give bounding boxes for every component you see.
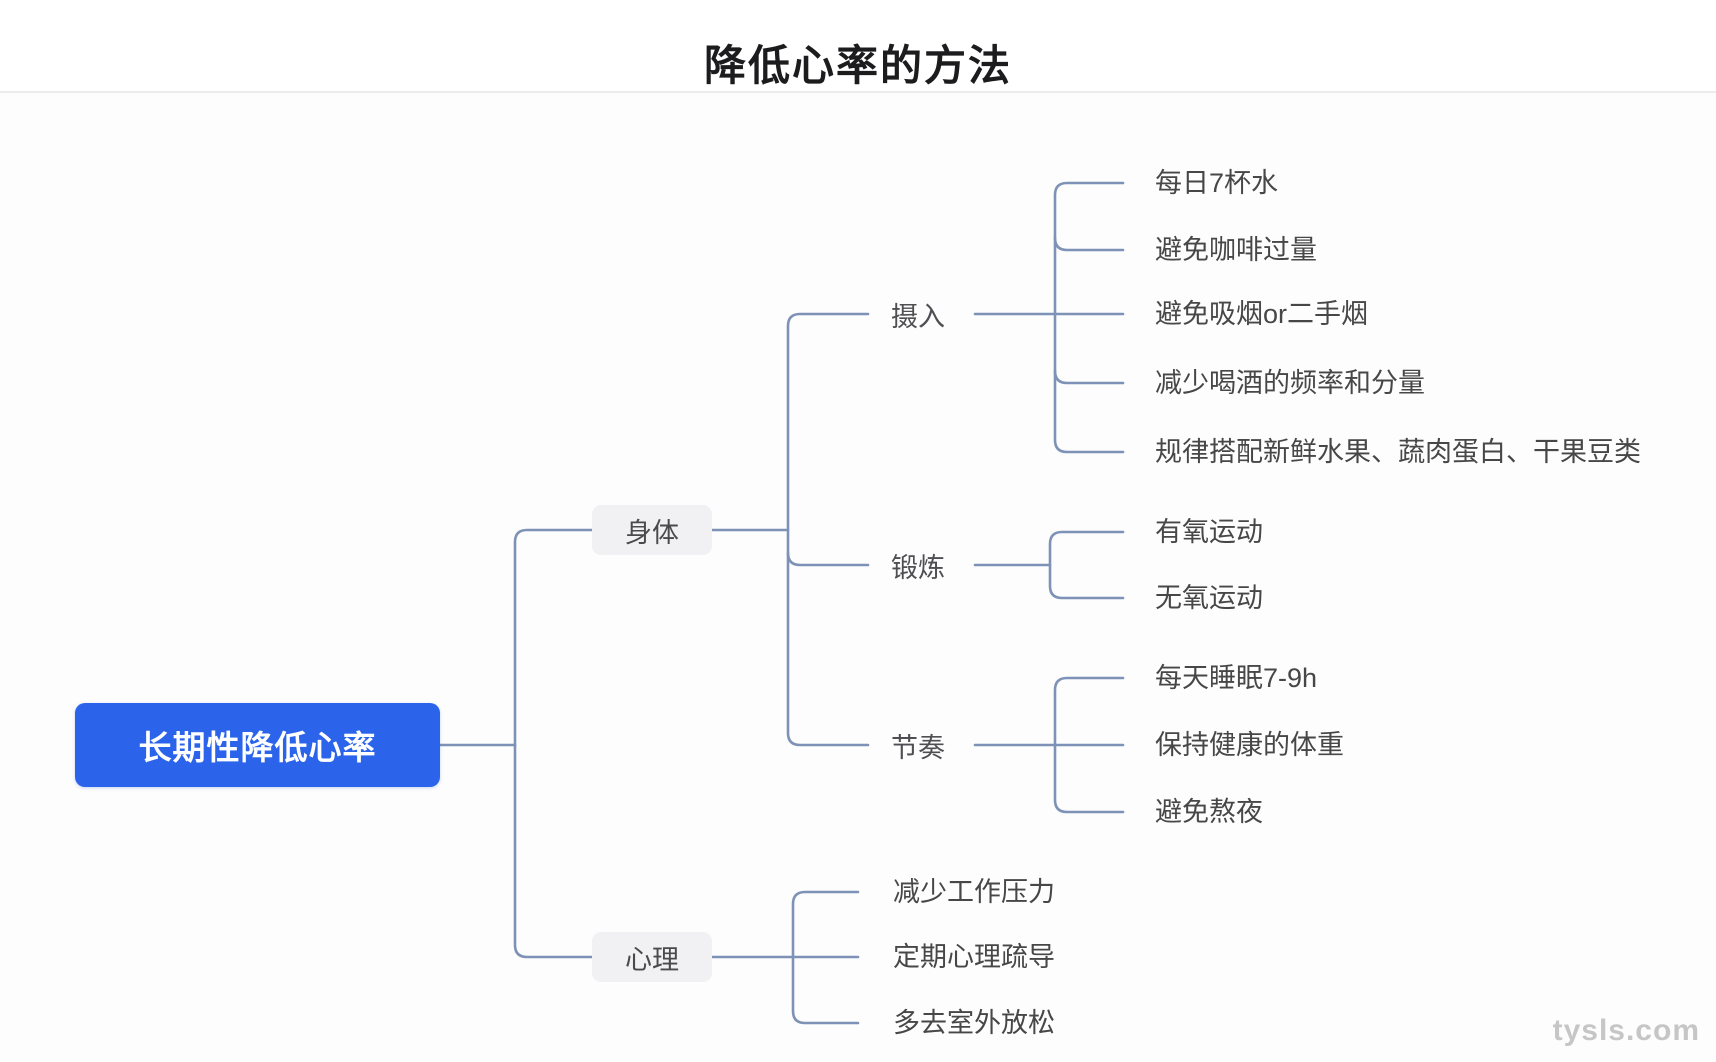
mindmap-node-leaf-anaerobic[interactable]: 无氧运动 [1155, 583, 1263, 613]
trunk-jiezou-children [1053, 676, 1125, 814]
mindmap-node-leaf-alcohol[interactable]: 减少喝酒的频率和分量 [1155, 368, 1425, 398]
mindmap-node-leaf-weight[interactable]: 保持健康的体重 [1155, 730, 1344, 760]
mindmap-node-leaf-diet[interactable]: 规律搭配新鲜水果、蔬肉蛋白、干果豆类 [1155, 437, 1641, 467]
trunk-root-children [513, 528, 594, 959]
fork-duanlian-children [1048, 530, 1125, 600]
mindmap-node-leaf-workstress[interactable]: 减少工作压力 [893, 877, 1055, 907]
trunk-xinli-children [791, 890, 860, 1025]
mindmap-node-leaf-sleep[interactable]: 每天睡眠7-9h [1155, 663, 1318, 693]
mindmap-node-jiezou[interactable]: 节奏 [891, 732, 945, 763]
mindmap-node-duanlian[interactable]: 锻炼 [891, 552, 945, 583]
mindmap-node-root[interactable]: 长期性降低心率 [75, 703, 440, 787]
trunk-shenti-children [786, 312, 870, 747]
canvas-background [0, 93, 1716, 1062]
mindmap-node-leaf-stayup[interactable]: 避免熬夜 [1155, 797, 1263, 827]
mindmap-node-sheru[interactable]: 摄入 [891, 301, 945, 332]
mindmap-node-leaf-water[interactable]: 每日7杯水 [1155, 168, 1279, 198]
mindmap-node-leaf-counsel[interactable]: 定期心理疏导 [893, 942, 1055, 972]
page-title: 降低心率的方法 [703, 42, 1012, 90]
trunk-sheru-children [1053, 181, 1125, 454]
mindmap-node-shenti[interactable]: 身体 [592, 505, 712, 555]
branch-leaf-coffee [1053, 236, 1125, 252]
mindmap-node-leaf-aerobic[interactable]: 有氧运动 [1155, 517, 1263, 547]
mindmap-node-leaf-coffee[interactable]: 避免咖啡过量 [1155, 235, 1317, 265]
branch-leaf-alcohol [1053, 369, 1125, 385]
branch-duanlian [786, 551, 870, 567]
title-divider [0, 91, 1716, 93]
mindmap-node-xinli[interactable]: 心理 [592, 932, 712, 982]
watermark: tysls.com [1552, 1014, 1700, 1047]
mindmap-node-leaf-outdoor[interactable]: 多去室外放松 [893, 1008, 1055, 1038]
mindmap-node-leaf-smoke[interactable]: 避免吸烟or二手烟 [1155, 299, 1369, 329]
